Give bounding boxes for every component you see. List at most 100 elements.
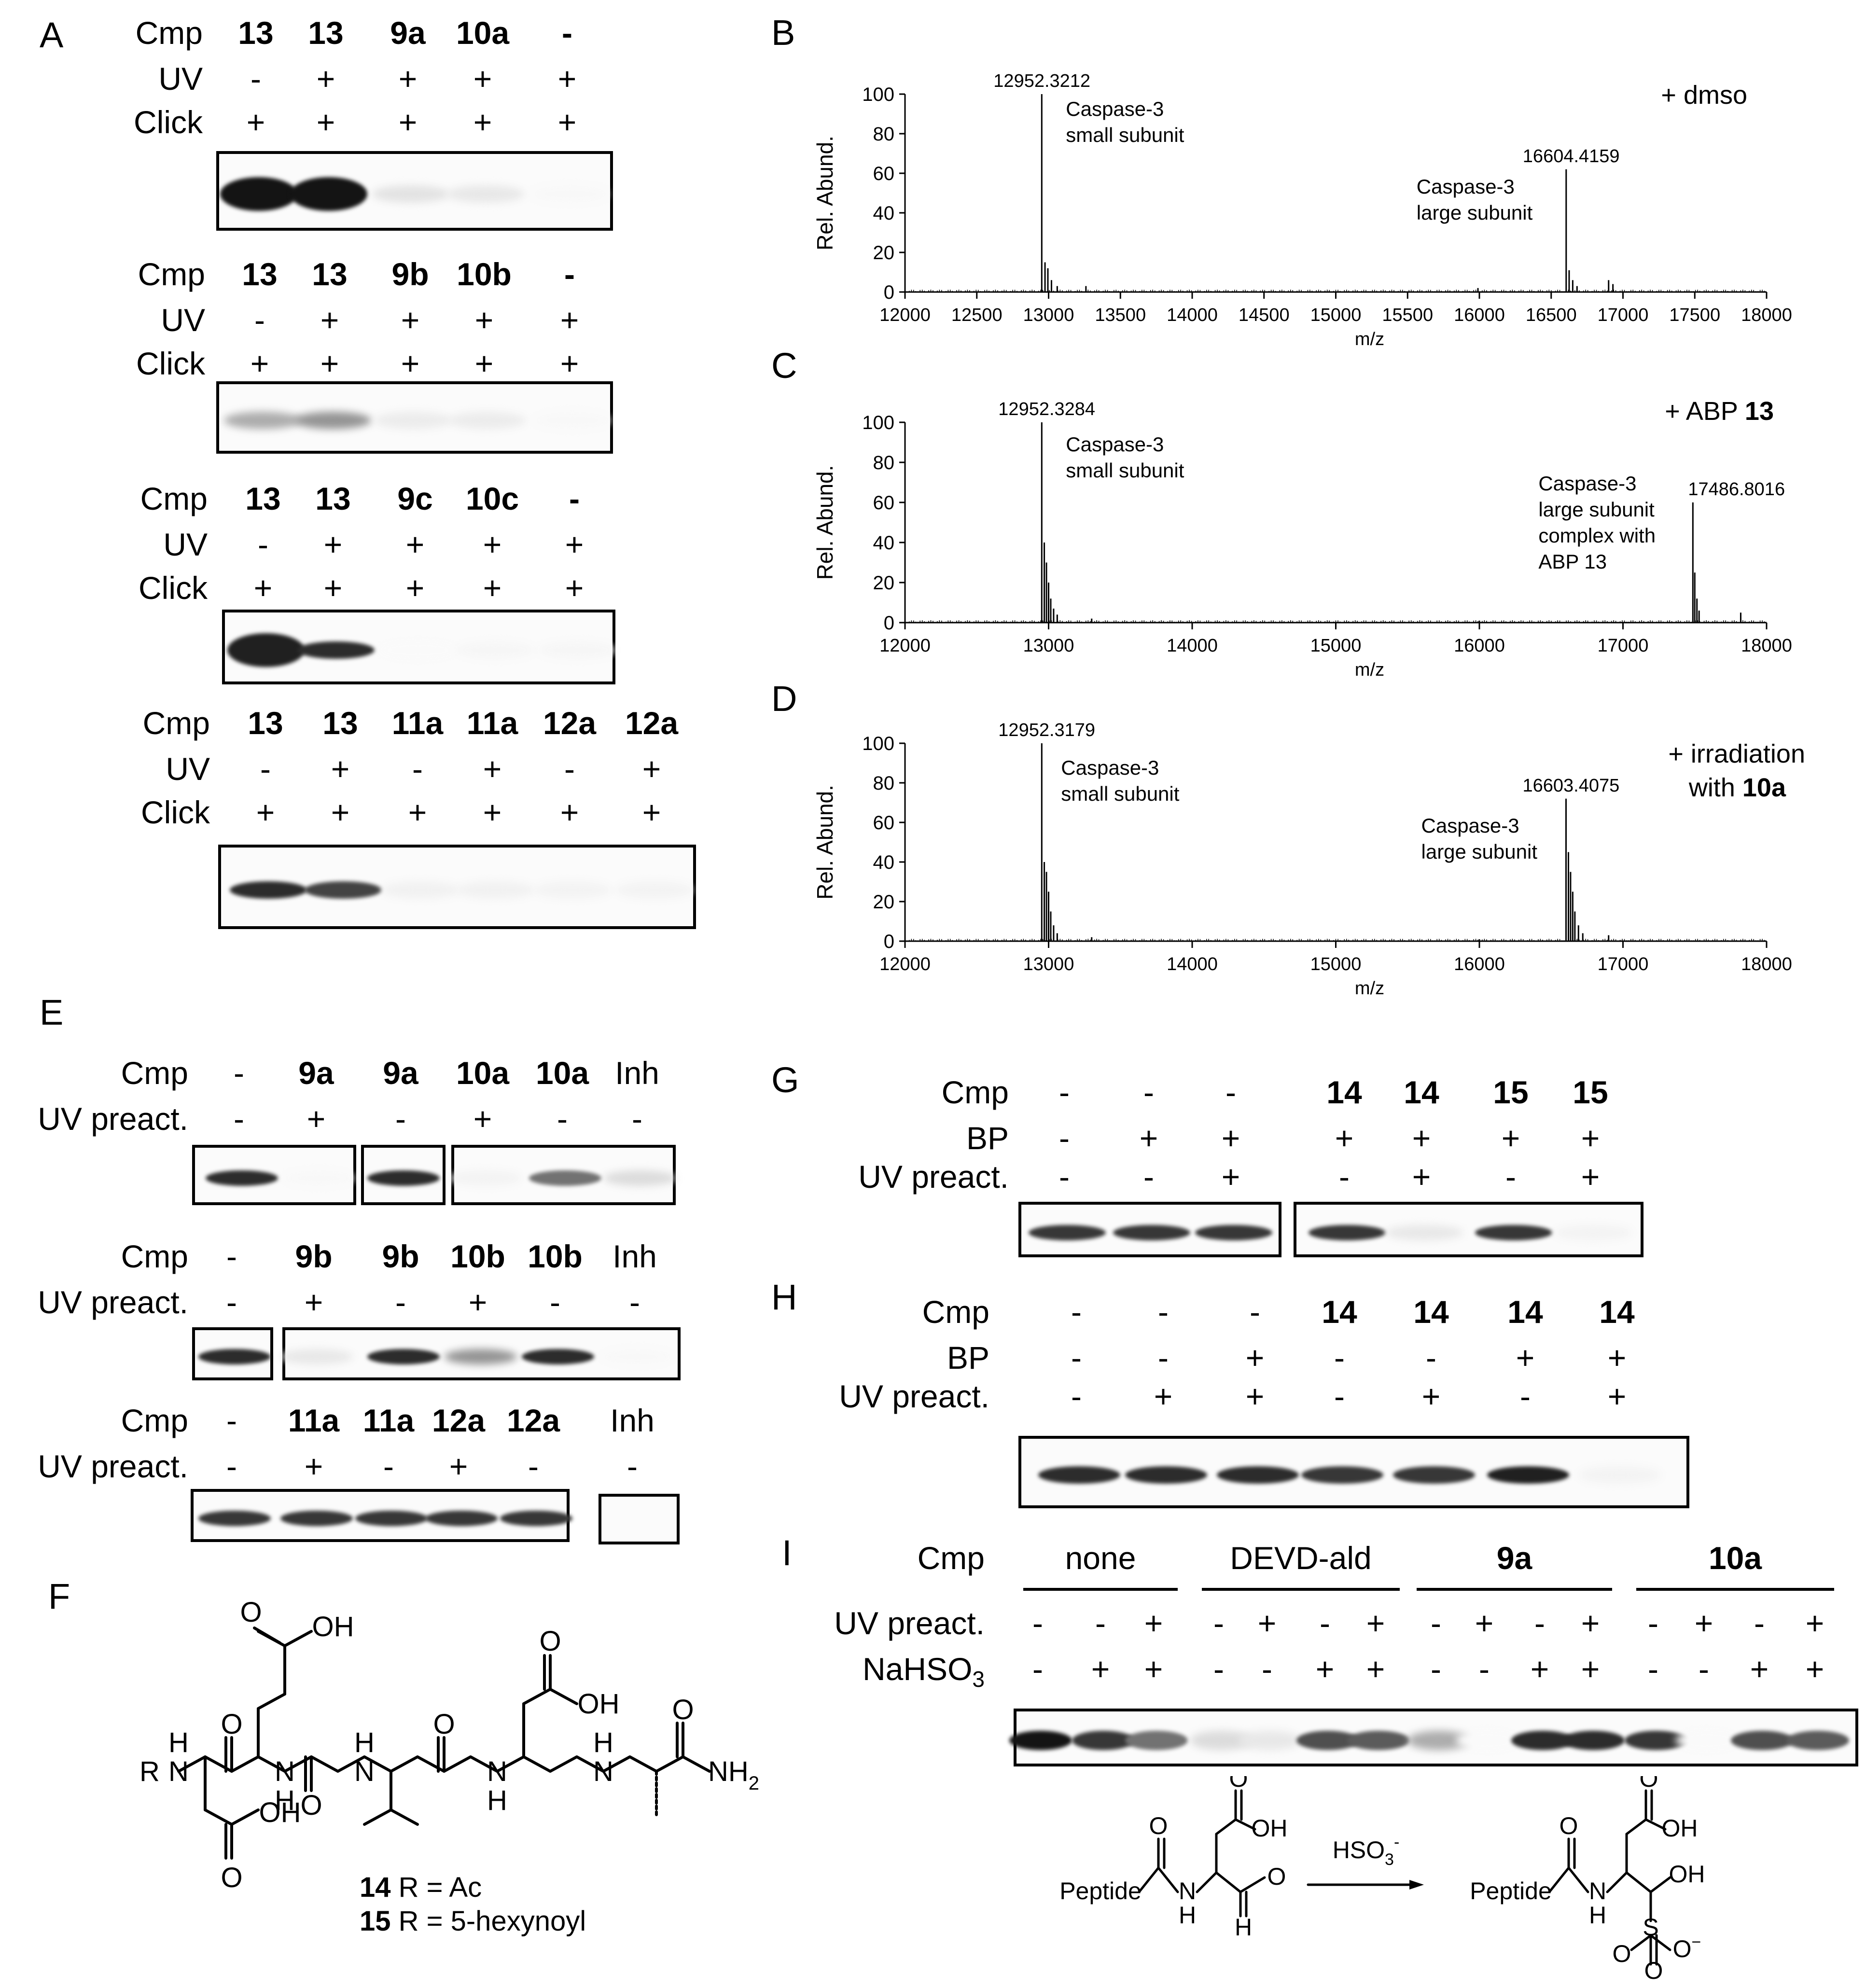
atom-o2: O [300, 1790, 322, 1821]
e2-label-cmp: Cmp [121, 1403, 188, 1438]
peak-annotation-label: large subunit [1421, 840, 1538, 863]
i-nahso3-lane3: + [1144, 1651, 1163, 1687]
x-tick-label: 13500 [1095, 305, 1146, 325]
x-tick-label: 12000 [879, 305, 931, 325]
atom-h4: H [487, 1785, 507, 1816]
i-group-line-1 [1023, 1588, 1178, 1591]
i-group-4: 10a [1708, 1540, 1762, 1576]
a1-band-lane1 [224, 412, 301, 429]
a1-cmp-lane4: 10b [457, 256, 512, 292]
a0-band-lane1 [220, 177, 297, 211]
x-axis-label: m/z [1355, 329, 1384, 349]
y-axis-label: Rel. Abund. [812, 465, 837, 580]
i-uv-lane1: - [1032, 1605, 1043, 1641]
e1-cmp-lane1: - [226, 1238, 237, 1274]
peak-value-label: 16603.4075 [1523, 776, 1620, 796]
i-nahso3-lane12: - [1648, 1651, 1658, 1687]
i-band-lane15 [1786, 1731, 1849, 1750]
e2-band-lane2 [280, 1511, 353, 1526]
peak-value-label: 16604.4159 [1523, 146, 1620, 167]
g-bp-lane2: + [1139, 1120, 1158, 1156]
a3-click-lane5: + [560, 794, 579, 830]
atom-nh2: NH2 [708, 1756, 759, 1794]
g-cmp-lane2: - [1143, 1074, 1154, 1110]
i-band-lane14 [1731, 1731, 1794, 1750]
e2-cmp-lane3: 11a [362, 1403, 415, 1438]
x-tick-label: 14000 [1167, 636, 1218, 656]
e0-label-uv: UV preact. [38, 1101, 188, 1137]
a3-gel [218, 845, 696, 929]
a1-uv-lane1: - [254, 302, 265, 338]
e0-uv-lane3: - [395, 1101, 406, 1137]
atom-n1: N [168, 1756, 189, 1787]
h-label-uv: UV preact. [839, 1378, 989, 1414]
i-band-lane11 [1562, 1731, 1625, 1750]
atom-h1: H [168, 1727, 189, 1758]
scheme-o-5: O [1640, 1776, 1658, 1792]
i-uv-lane6: - [1320, 1605, 1330, 1641]
h-bp-lane6: + [1516, 1340, 1535, 1376]
a0-click-lane3: + [398, 104, 418, 140]
peak-annotation-label: Caspase-3 [1066, 433, 1164, 456]
e0-cmp-lane2: 9a [298, 1055, 334, 1091]
y-tick-label: 60 [873, 812, 895, 834]
atom-oh3: OH [578, 1688, 620, 1720]
a2-uv-lane3: + [405, 527, 425, 562]
h-uv-lane3: + [1245, 1378, 1265, 1414]
h-label-bp: BP [947, 1340, 989, 1376]
h-band-lane5 [1393, 1466, 1475, 1484]
x-tick-label: 15000 [1310, 305, 1362, 325]
a1-label-cmp: Cmp [138, 256, 205, 292]
a3-cmp-lane2: 13 [322, 705, 358, 741]
condition-label: + ABP 13 [1665, 397, 1774, 426]
i-band-lane5 [1239, 1731, 1301, 1750]
e2-cmp-lane2: 11a [288, 1403, 340, 1438]
scheme-o-2: O [1229, 1776, 1248, 1792]
i-nahso3-lane6: + [1315, 1651, 1335, 1687]
y-tick-label: 100 [862, 84, 894, 105]
a1-band-lane4 [448, 412, 526, 429]
e2-uv-lane1: - [226, 1448, 237, 1484]
g-bp-lane1: - [1059, 1120, 1070, 1156]
scheme-o-6: O [1613, 1940, 1631, 1967]
e2-uv-lane3: - [383, 1448, 394, 1484]
i-label-nahso3: NaHSO3 [863, 1651, 985, 1692]
e1-cmp-lane2: 9b [295, 1238, 333, 1274]
peak-annotation-label: Caspase-3 [1066, 97, 1164, 120]
i-nahso3-lane1: - [1032, 1651, 1043, 1687]
x-tick-label: 12000 [879, 636, 931, 656]
atom-o5: O [221, 1862, 242, 1893]
peak-value-label: 12952.3284 [998, 399, 1095, 419]
y-axis-label: Rel. Abund. [812, 785, 837, 900]
e1-uv-lane5: - [550, 1284, 560, 1320]
scheme-oh-3: OH [1669, 1861, 1705, 1888]
h-bp-lane2: - [1158, 1340, 1169, 1376]
h-cmp-lane4: 14 [1322, 1294, 1357, 1330]
panel-label-d: D [771, 679, 797, 719]
e0-cmp-lane6: Inh [615, 1055, 659, 1091]
a0-uv-lane1: - [251, 61, 261, 97]
e2-uv-lane5: - [528, 1448, 539, 1484]
e1-uv-lane4: + [468, 1284, 487, 1320]
condition-label-2: with 10a [1688, 773, 1786, 802]
i-nahso3-lane9: - [1479, 1651, 1490, 1687]
a0-cmp-lane4: 10a [456, 15, 510, 51]
e0-uv-lane2: + [306, 1101, 326, 1137]
i-nahso3-lane4: - [1213, 1651, 1224, 1687]
peak-annotation-label: Caspase-3 [1421, 814, 1519, 837]
h-gel [1018, 1436, 1689, 1508]
a0-cmp-lane2: 13 [308, 15, 344, 51]
a1-click-lane3: + [401, 346, 420, 381]
g-bp-lane6: + [1501, 1120, 1520, 1156]
panel-label-e: E [40, 992, 64, 1032]
x-tick-label: 17000 [1598, 305, 1649, 325]
scheme-o-minus: O− [1673, 1933, 1701, 1962]
i-uv-lane10: - [1534, 1605, 1545, 1641]
i-band-lane13 [1675, 1731, 1738, 1750]
e2-band-lane5 [500, 1511, 572, 1526]
h-bp-lane1: - [1071, 1340, 1082, 1376]
a0-cmp-lane1: 13 [238, 15, 274, 51]
peak-annotation-label: small subunit [1061, 782, 1179, 805]
a2-click-lane2: + [323, 570, 343, 606]
